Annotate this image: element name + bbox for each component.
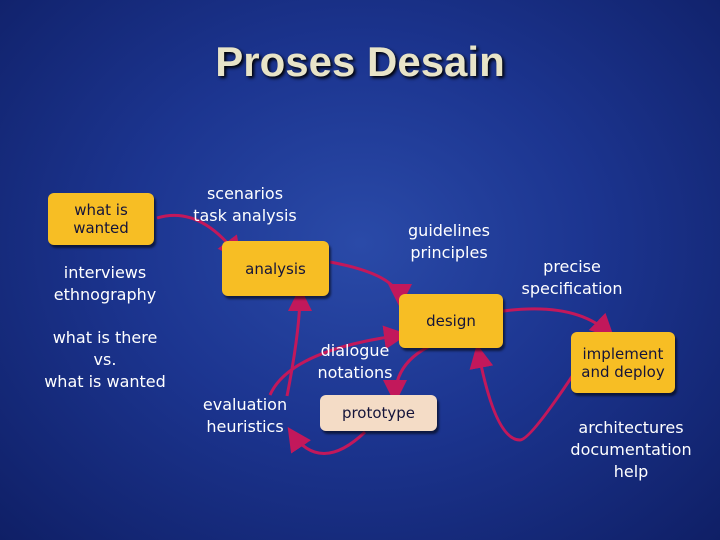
label-scenarios: scenarios task analysis [193,184,297,225]
arrow-prototype-to-evaluation [287,427,367,455]
box-prototype: prototype [320,395,437,431]
box-design: design [399,294,503,348]
label-interviews: interviews ethnography [53,263,157,304]
label-precise-specification: precise specification [521,257,623,298]
label-dialogue-notations: dialogue notations [317,341,393,382]
arrow-analysis-to-design [329,260,412,308]
arrow-evaluation-to-analysis [285,287,312,397]
label-guidelines: guidelines principles [408,221,490,262]
box-what-is-wanted: what is wanted [48,193,154,245]
box-implement-deploy: implement and deploy [571,332,675,393]
arrow-design-to-implement [495,307,615,339]
arrow-implement-to-design [469,344,577,442]
label-evaluation-heuristics: evaluation heuristics [202,395,288,436]
label-what-is-there: what is there vs. what is wanted [44,328,166,391]
label-architectures: architectures documentation help [570,418,692,481]
slide-title: Proses Desain [215,38,505,85]
arrow-evaluation-to-design [268,325,408,396]
box-analysis: analysis [222,241,329,296]
